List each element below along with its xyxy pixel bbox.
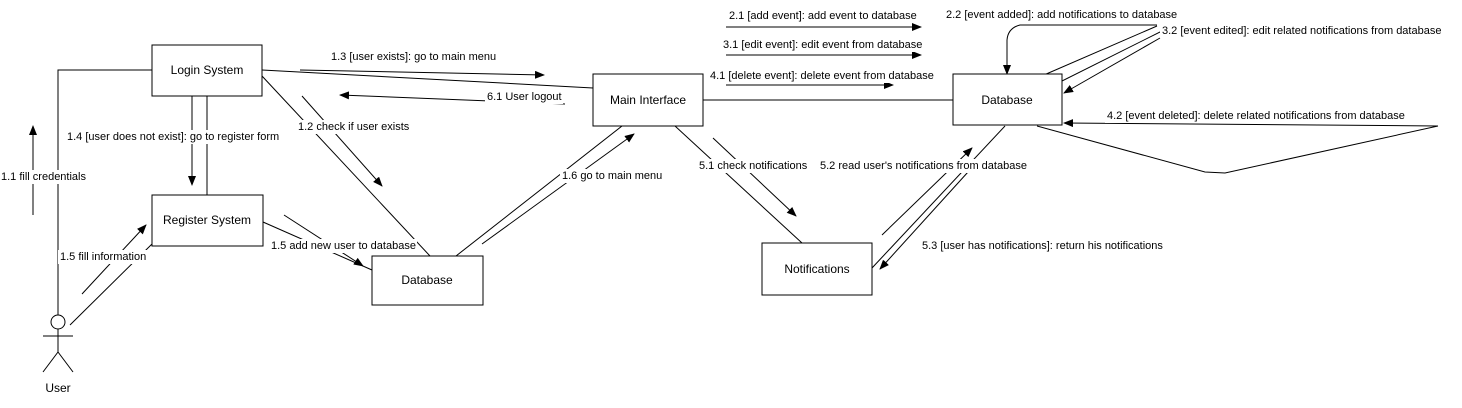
label-4-1: 4.1 [delete event]: delete event from da… xyxy=(710,70,934,82)
link-user-login xyxy=(57,69,152,315)
arrow-return-notifications xyxy=(879,171,969,270)
label-3-2: 3.2 [event edited]: edit related notific… xyxy=(1162,25,1441,37)
label-2-2: 2.2 [event added]: add notifications to … xyxy=(946,9,1177,21)
label-2-1: 2.1 [add event]: add event to database xyxy=(729,10,917,22)
arrow-edit-notifications-return xyxy=(1047,27,1169,89)
label-1-4: 1.4 [user does not exist]: go to registe… xyxy=(67,131,279,143)
label-1-5-fill: 1.5 fill information xyxy=(60,251,146,263)
node-login-system[interactable]: Login System xyxy=(151,44,263,97)
stick-figure-icon xyxy=(42,314,74,373)
node-register-system[interactable]: Register System xyxy=(151,194,264,247)
node-login-system-label: Login System xyxy=(171,63,244,77)
arrow-edit-notifications xyxy=(1063,37,1161,94)
label-5-2: 5.2 read user's notifications from datab… xyxy=(820,160,1027,172)
node-register-system-label: Register System xyxy=(163,213,251,227)
label-1-6: 1.6 go to main menu xyxy=(562,170,662,182)
link-login-database xyxy=(261,75,431,257)
node-database-left-label: Database xyxy=(401,273,453,287)
link-database-self xyxy=(1036,125,1439,174)
link-database-main xyxy=(455,125,623,257)
arrow-check-user-exists xyxy=(301,95,383,187)
actor-user-label: User xyxy=(45,381,70,395)
node-database-right[interactable]: Database xyxy=(952,73,1063,126)
node-main-interface-label: Main Interface xyxy=(610,93,686,107)
node-notifications[interactable]: Notifications xyxy=(761,242,873,296)
arrow-delete-notifications xyxy=(1063,119,1439,128)
node-notifications-label: Notifications xyxy=(784,262,849,276)
label-5-1: 5.1 check notifications xyxy=(699,160,808,172)
arrow-add-notifications xyxy=(1003,24,1157,75)
link-notifications-database xyxy=(871,125,1006,269)
arrow-add-notifications-return xyxy=(1036,25,1158,79)
label-1-5-add: 1.5 add new user to database xyxy=(271,240,416,252)
label-4-2: 4.2 [event deleted]: delete related noti… xyxy=(1107,110,1405,122)
arrow-go-main-menu-login xyxy=(299,69,545,79)
link-main-notifications xyxy=(674,125,803,244)
node-database-left[interactable]: Database xyxy=(371,255,484,306)
arrow-check-notifications xyxy=(712,137,797,217)
label-1-1: 1.1 fill credentials xyxy=(1,171,86,183)
actor-user[interactable]: User xyxy=(42,314,74,395)
label-6-1: 6.1 User logout xyxy=(487,91,562,103)
node-database-right-label: Database xyxy=(981,93,1033,107)
label-3-1: 3.1 [edit event]: edit event from databa… xyxy=(723,39,922,51)
label-1-2: 1.2 check if user exists xyxy=(298,121,410,133)
association-lines xyxy=(57,69,1439,326)
arrow-go-main-menu-db xyxy=(481,133,635,245)
node-main-interface[interactable]: Main Interface xyxy=(592,73,704,127)
message-labels: 1.1 fill credentials 1.2 check if user e… xyxy=(0,7,1446,264)
link-login-main xyxy=(261,69,594,89)
label-5-3: 5.3 [user has notifications]: return his… xyxy=(922,240,1163,252)
label-1-3: 1.3 [user exists]: go to main menu xyxy=(331,51,496,63)
